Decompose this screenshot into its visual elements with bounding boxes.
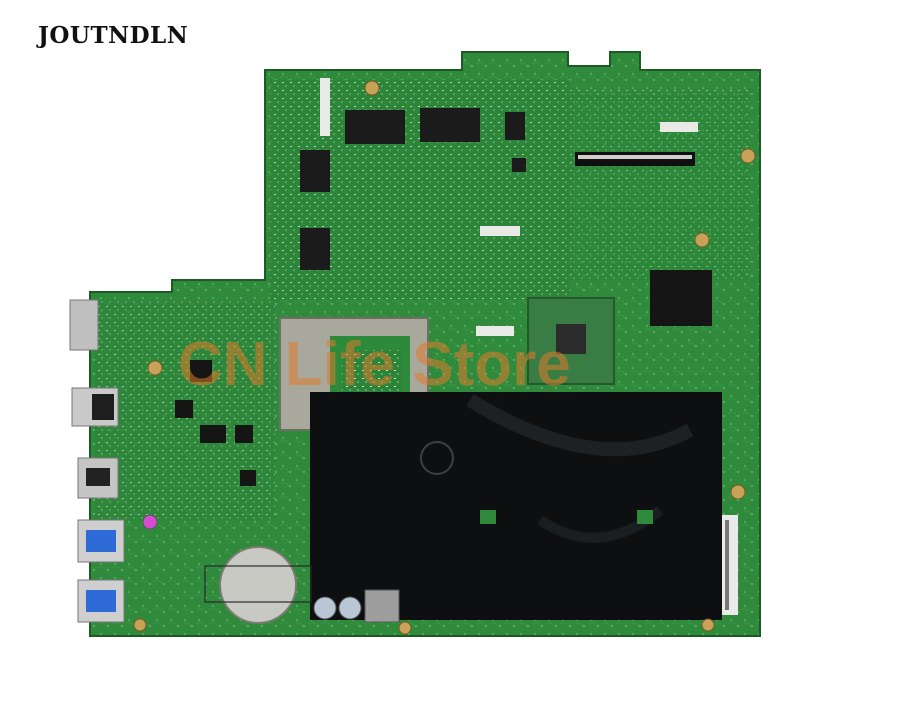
chip: [300, 228, 330, 270]
connector: [476, 326, 514, 336]
chip: [512, 158, 526, 172]
controller-chip: [650, 270, 712, 326]
watermark-text: CN Life Store: [178, 330, 571, 399]
mount-hole: [701, 618, 715, 632]
dense-area-right: [570, 90, 750, 280]
connector: [660, 122, 698, 132]
mount-hole: [398, 621, 412, 635]
capacitor: [313, 596, 337, 620]
mount-hole: [740, 148, 756, 164]
mount-hole: [694, 232, 710, 248]
connector: [578, 155, 692, 159]
mount-hole: [730, 484, 746, 500]
cpu-dies: [342, 350, 402, 394]
mount-hole: [364, 80, 380, 96]
port-vga: [69, 299, 99, 351]
chipset-die: [556, 324, 586, 354]
connector: [320, 78, 330, 136]
chip: [300, 150, 330, 192]
port-usb-1: [77, 519, 125, 563]
inductor: [364, 589, 400, 623]
capacitor: [142, 514, 158, 530]
chip: [505, 112, 525, 140]
screw-pad: [480, 510, 496, 524]
mount-hole: [147, 360, 163, 376]
cmos-battery: [219, 546, 297, 624]
brand-title: JOUTNDLN: [38, 22, 189, 49]
edge-connector: [722, 515, 738, 615]
connector: [480, 226, 520, 236]
chip: [420, 108, 480, 142]
chip: [345, 110, 405, 144]
mount-hole: [133, 618, 147, 632]
screw-pad: [637, 510, 653, 524]
capacitor: [338, 596, 362, 620]
